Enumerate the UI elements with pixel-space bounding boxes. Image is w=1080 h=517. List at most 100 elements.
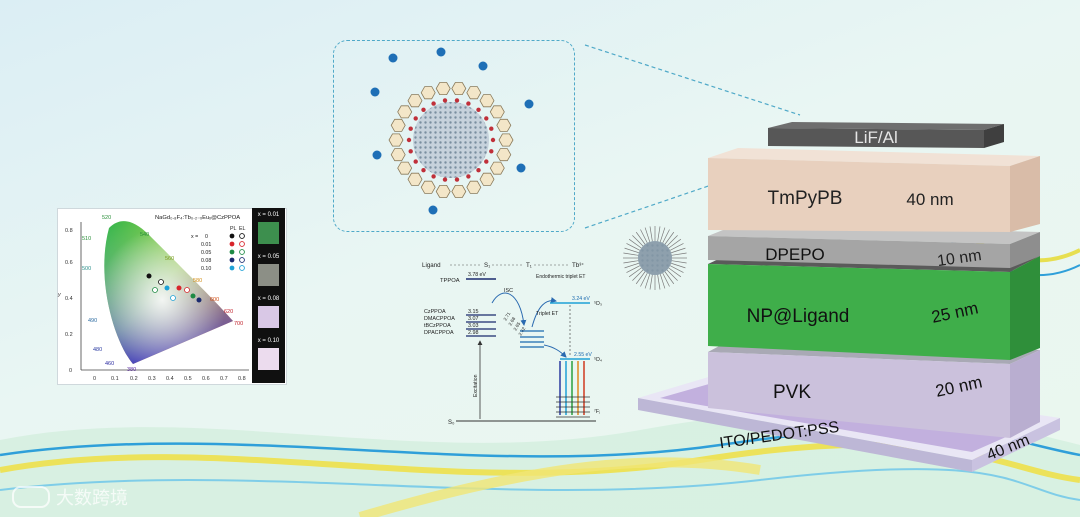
hbl-front bbox=[708, 236, 1010, 268]
nanoparticle-spike bbox=[669, 243, 684, 251]
cathode-front bbox=[768, 128, 984, 148]
ligand-ring-hexagon bbox=[435, 184, 451, 198]
nanoparticle-spike bbox=[626, 243, 641, 251]
legend-pl-marker bbox=[229, 241, 235, 247]
ligand-ring-hexagon bbox=[451, 184, 467, 198]
header-ligand: Ligand bbox=[422, 262, 441, 269]
ligand-ring-hexagon bbox=[466, 86, 482, 100]
ligand-name: DPACPPOA bbox=[424, 330, 454, 336]
cie-wavelength-label: 490 bbox=[88, 318, 97, 324]
cie-wavelength-label: 600 bbox=[210, 297, 219, 303]
cie-wavelength-label: 700 bbox=[234, 321, 243, 327]
legend-pl-marker bbox=[229, 257, 235, 263]
cie-y-tick: 0.2 bbox=[65, 332, 73, 338]
cie-title: NaGd₀.₈F₄:Tb₀.₂₋ₓEuₓ@CzPPOA bbox=[155, 215, 240, 221]
ligand-s1-value: 3.15 bbox=[468, 309, 479, 315]
ligand-anchor-atom bbox=[408, 126, 413, 131]
nanoparticle-spike bbox=[635, 271, 646, 285]
cie-y-tick: 0.6 bbox=[65, 260, 73, 266]
cathode-side bbox=[984, 124, 1004, 148]
nanoparticle-spike bbox=[644, 274, 651, 289]
cie-wavelength-label: 520 bbox=[102, 215, 111, 221]
watermark: 大数跨境 bbox=[12, 484, 128, 510]
swatch-photo bbox=[258, 222, 279, 244]
ligand-t1-value: 2.65 bbox=[513, 321, 522, 332]
ligand-ring-hexagon bbox=[496, 118, 512, 132]
ligand-ring-hexagon bbox=[397, 105, 413, 119]
legend-value: 0.05 bbox=[201, 250, 211, 256]
htl-side bbox=[1010, 350, 1040, 438]
nanoparticle-spike bbox=[649, 226, 653, 242]
nanoparticle-spike bbox=[666, 235, 678, 247]
terbium-ion-marker bbox=[478, 61, 488, 71]
nanoparticle-spike bbox=[668, 267, 682, 278]
nanoparticle-spike bbox=[666, 269, 678, 281]
cie-wavelength-label: 380 bbox=[127, 367, 136, 373]
legend-x-prefix: x = bbox=[191, 234, 198, 240]
energy-transfer-diagram: Ligand S₁ T₁ Tb³⁺ TPPOA 3.78 eV CzPPOA D… bbox=[422, 262, 602, 426]
cie-wavelength-label: 580 bbox=[193, 278, 202, 284]
cie-legend: PL EL x = 0 0.01 0.05 0.08 0.10 bbox=[191, 226, 246, 272]
ligand-ring-hexagon bbox=[407, 94, 423, 108]
ligand-name: DMACPPOA bbox=[424, 316, 455, 322]
legend-el-marker bbox=[239, 257, 245, 263]
cie-wavelength-label: 620 bbox=[224, 309, 233, 315]
nanoparticle-inset bbox=[333, 40, 575, 232]
level-f-name: ⁷Fⱼ bbox=[594, 409, 600, 415]
ligand-ring-hexagon bbox=[489, 105, 505, 119]
ligand-anchor-atom bbox=[489, 149, 494, 154]
ligand-ring-hexagon bbox=[498, 133, 514, 147]
hbl-thickness: 10 nm bbox=[936, 247, 982, 270]
etl-front bbox=[708, 158, 1010, 232]
watermark-text: 大数跨境 bbox=[56, 488, 128, 509]
terbium-ion-marker bbox=[436, 47, 446, 57]
cie-x-tick: 0.3 bbox=[148, 376, 156, 382]
ligand-anchor-atom bbox=[476, 168, 481, 173]
nanoparticle-spike bbox=[640, 272, 648, 287]
legend-value: 0.01 bbox=[201, 242, 211, 248]
ligand-anchor-atom bbox=[408, 149, 413, 154]
s0-label: S₀ bbox=[448, 420, 455, 426]
legend-value: 0.08 bbox=[201, 258, 211, 264]
ligand-anchor-atom bbox=[442, 98, 448, 103]
triplet-et-label: Triplet ET bbox=[536, 311, 559, 317]
nanoparticle-spike bbox=[662, 229, 670, 244]
ligand-ring-hexagon bbox=[435, 82, 451, 95]
terbium-ion-marker bbox=[428, 205, 438, 215]
ligand-ring-hexagon bbox=[496, 148, 512, 162]
etl-label: TmPyPB bbox=[768, 188, 843, 209]
ligand-anchor-atom bbox=[421, 168, 426, 173]
etl-thickness: 40 nm bbox=[906, 190, 953, 209]
cie-wavelength-label: 460 bbox=[105, 361, 114, 367]
ligand-anchor-atom bbox=[454, 98, 460, 103]
nanoparticle-spike bbox=[649, 274, 653, 290]
cie-wavelength-label: 560 bbox=[165, 256, 174, 262]
legend-value: 0 bbox=[205, 234, 208, 240]
legend-el-marker bbox=[239, 241, 245, 247]
ligand-ring-hexagon bbox=[451, 82, 467, 95]
legend-header-el: EL bbox=[239, 226, 246, 232]
cathode-label: LiF/Al bbox=[854, 128, 897, 147]
cie-points bbox=[146, 273, 202, 303]
ligand-ring-hexagon bbox=[420, 86, 436, 100]
nanoparticle-spike bbox=[624, 247, 639, 254]
cie-wavelength-label: 540 bbox=[140, 232, 149, 238]
ligand-ring-hexagon bbox=[479, 94, 495, 108]
ligand-ring-hexagon bbox=[466, 180, 482, 194]
cie-x-tick: 0.2 bbox=[130, 376, 138, 382]
ligand-ring-hexagon bbox=[489, 161, 505, 175]
ligand-s1-value: 3.03 bbox=[468, 323, 479, 329]
nanoparticle-spike bbox=[644, 227, 651, 242]
hbl-side bbox=[1010, 232, 1040, 268]
anode-front bbox=[638, 398, 972, 472]
ligand-ring-hexagon bbox=[397, 161, 413, 175]
ligand-ring-hexagon bbox=[420, 180, 436, 194]
ligand-ring-hexagon bbox=[390, 148, 406, 162]
ligand-name: tBCzPPOA bbox=[424, 323, 451, 329]
ligand-name: CzPPOA bbox=[424, 309, 446, 315]
ligand-anchor-atom bbox=[484, 116, 489, 121]
nanoparticle-spike bbox=[635, 231, 646, 245]
etl-top bbox=[708, 148, 1040, 166]
cie-wavelength-label: 510 bbox=[82, 236, 91, 242]
cathode-top bbox=[768, 122, 1004, 130]
